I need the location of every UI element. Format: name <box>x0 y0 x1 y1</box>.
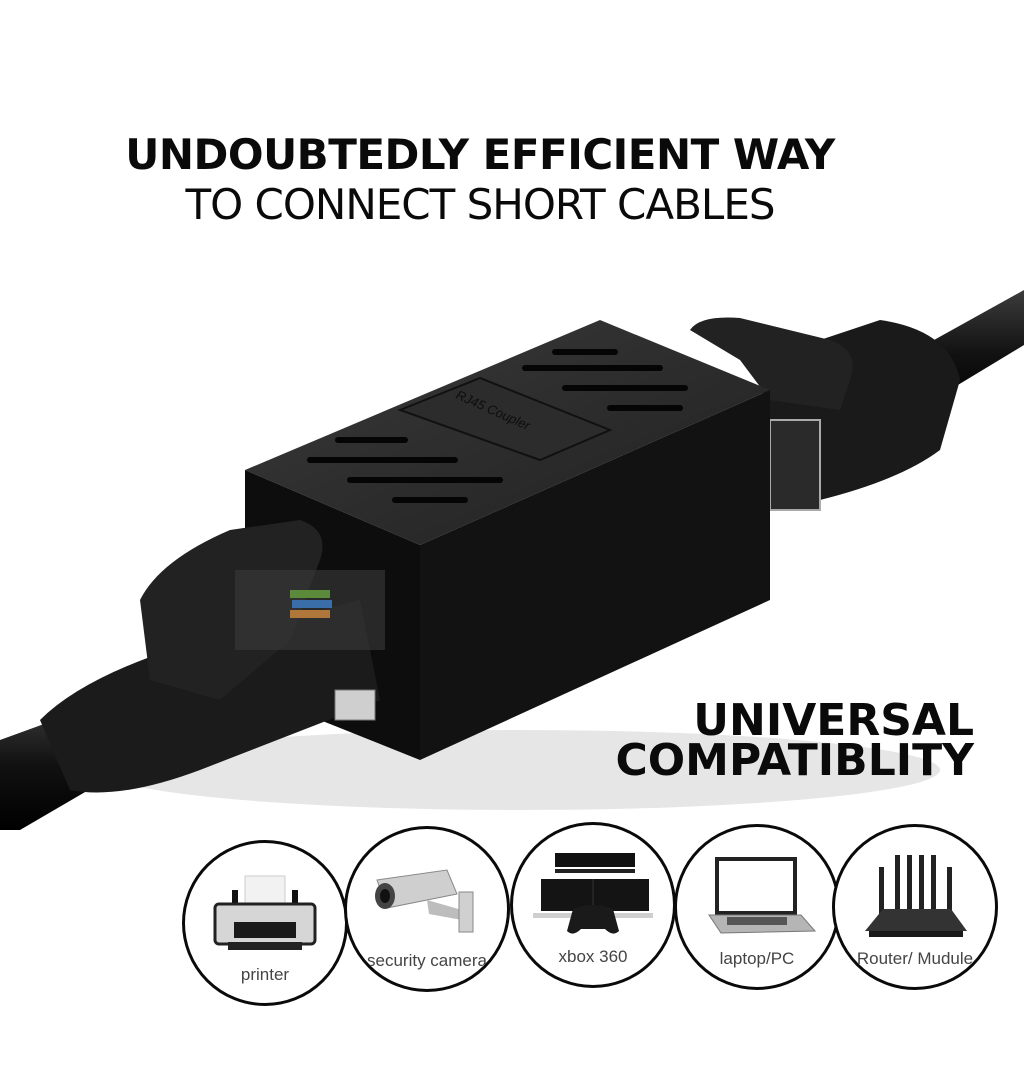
headline-line-1: UNDOUBTEDLY EFFICIENT WAY <box>125 130 835 179</box>
device-label: Router/ Mudule <box>856 949 974 968</box>
printer-icon <box>185 869 345 959</box>
device-circle-security-camera: security camera <box>344 826 510 992</box>
rj45-coupler-illustration: RJ45 Coupler <box>0 290 1024 830</box>
laptop-icon <box>677 853 837 943</box>
security-camera-icon <box>347 855 507 945</box>
router-icon <box>835 853 995 943</box>
device-circle-router: Router/ Mudule <box>832 824 998 990</box>
device-label: security camera <box>367 951 487 970</box>
xbox-console-icon <box>513 851 673 941</box>
feature-title-line-1: UNIVERSAL <box>693 695 974 746</box>
feature-title-line-2: COMPATIBLITY <box>615 735 974 786</box>
device-circle-xbox: xbox 360 <box>510 822 676 988</box>
device-label: laptop/PC <box>719 949 795 968</box>
device-circle-printer: printer <box>182 840 348 1006</box>
headline-line-2: TO CONNECT SHORT CABLES <box>185 180 775 229</box>
device-label: printer <box>240 965 290 984</box>
device-circle-laptop: laptop/PC <box>674 824 840 990</box>
device-label: xbox 360 <box>558 947 628 966</box>
